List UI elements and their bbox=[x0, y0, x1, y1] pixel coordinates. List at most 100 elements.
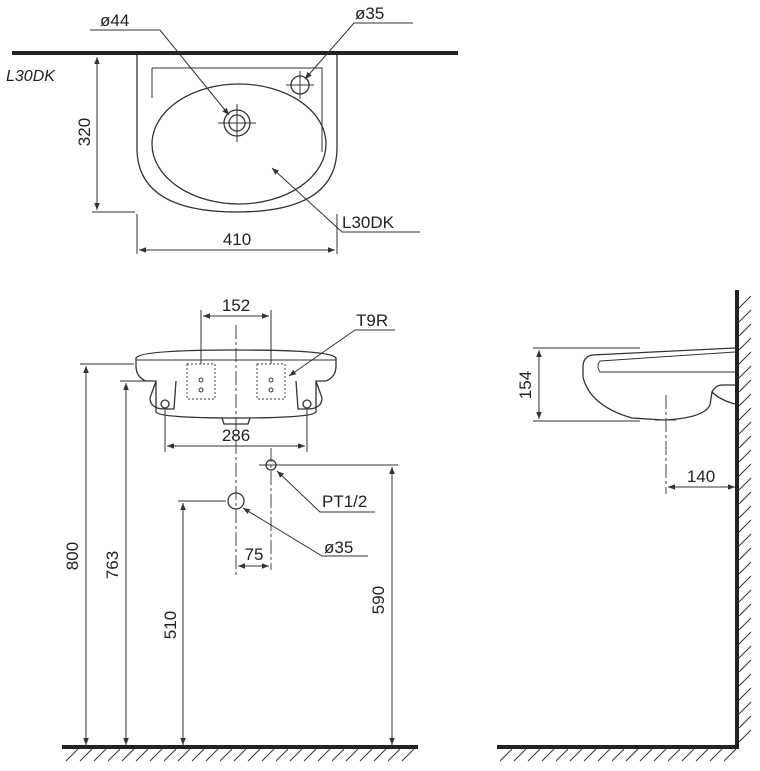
hatch-line bbox=[738, 645, 752, 659]
hatch-line bbox=[177, 748, 191, 762]
hatch-line bbox=[738, 547, 752, 561]
hatch-line bbox=[359, 748, 373, 762]
top-bowl bbox=[151, 83, 327, 205]
hatch-line bbox=[499, 748, 513, 762]
hatch-line bbox=[738, 477, 752, 491]
hatch-line bbox=[583, 748, 597, 762]
hatch-line bbox=[738, 533, 752, 547]
hatch-line bbox=[738, 337, 752, 351]
supply-label-leader bbox=[276, 470, 375, 513]
hatch-line bbox=[681, 748, 695, 762]
hatch-line bbox=[738, 631, 752, 645]
drain-point bbox=[227, 492, 245, 510]
callout-hole-large-leader bbox=[90, 29, 230, 116]
hatch-line bbox=[261, 748, 275, 762]
dim-rim-height: 800 bbox=[63, 542, 82, 570]
hatch-line bbox=[738, 393, 752, 407]
hatch-line bbox=[191, 748, 205, 762]
hatch-line bbox=[401, 748, 415, 762]
model-label-leader bbox=[271, 167, 420, 233]
hatch-line bbox=[738, 673, 752, 687]
hatch-line bbox=[387, 748, 401, 762]
hatch-line bbox=[513, 748, 527, 762]
top-view-part-label: L30DK bbox=[342, 213, 395, 232]
dim-drain-wall: 140 bbox=[687, 467, 715, 486]
hatch-line bbox=[738, 687, 752, 701]
hatch-line bbox=[738, 365, 752, 379]
hatch-line bbox=[738, 617, 752, 631]
front-floor-hatch bbox=[65, 748, 415, 762]
hatch-line bbox=[738, 407, 752, 421]
hatch-line bbox=[289, 748, 303, 762]
hatch-line bbox=[738, 421, 752, 435]
hatch-line bbox=[738, 715, 752, 729]
hatch-line bbox=[527, 748, 541, 762]
hatch-line bbox=[597, 748, 611, 762]
hatch-line bbox=[65, 748, 79, 762]
hatch-line bbox=[247, 748, 261, 762]
side-wall-hatch bbox=[738, 295, 752, 743]
hatch-line bbox=[611, 748, 625, 762]
hatch-line bbox=[667, 748, 681, 762]
hatch-line bbox=[555, 748, 569, 762]
hatch-line bbox=[233, 748, 247, 762]
hatch-line bbox=[541, 748, 555, 762]
hatch-line bbox=[345, 748, 359, 762]
hatch-line bbox=[625, 748, 639, 762]
hatch-line bbox=[121, 748, 135, 762]
top-basin-outline bbox=[136, 55, 338, 213]
hatch-line bbox=[93, 748, 107, 762]
hatch-line bbox=[738, 491, 752, 505]
hatch-line bbox=[738, 519, 752, 533]
dim-bracket-spacing: 152 bbox=[222, 296, 250, 315]
dim-basin-height: 154 bbox=[516, 371, 535, 399]
front-view: 152 T9R 286 PT1/2 ø35 75 800 763 bbox=[62, 296, 418, 762]
hatch-line bbox=[219, 748, 233, 762]
hatch-line bbox=[738, 449, 752, 463]
dim-underside-height: 763 bbox=[103, 551, 122, 579]
dim-width: 410 bbox=[223, 230, 251, 249]
hatch-line bbox=[738, 351, 752, 365]
hatch-line bbox=[738, 309, 752, 323]
hatch-line bbox=[738, 589, 752, 603]
callout-hole-large: ø44 bbox=[100, 11, 129, 30]
hatch-line bbox=[79, 748, 93, 762]
dim-supply-height: 590 bbox=[369, 586, 388, 614]
hatch-line bbox=[738, 379, 752, 393]
hatch-line bbox=[738, 603, 752, 617]
hatch-line bbox=[738, 701, 752, 715]
hatch-line bbox=[373, 748, 387, 762]
top-basin-rim bbox=[152, 67, 323, 152]
hatch-line bbox=[317, 748, 331, 762]
bracket-label: T9R bbox=[356, 311, 388, 330]
supply-label: PT1/2 bbox=[322, 492, 367, 511]
hatch-line bbox=[569, 748, 583, 762]
dim-drain-height: 510 bbox=[161, 611, 180, 639]
hatch-line bbox=[695, 748, 709, 762]
drain-label: ø35 bbox=[324, 538, 353, 557]
hatch-line bbox=[653, 748, 667, 762]
hatch-line bbox=[738, 659, 752, 673]
side-basin-outline bbox=[582, 347, 736, 421]
top-view: L30DK ø44 ø35 320 410 L30DK bbox=[6, 4, 458, 254]
dim-mount-spacing: 286 bbox=[222, 426, 250, 445]
callout-hole-small-leader bbox=[304, 22, 413, 80]
bracket-label-leader bbox=[288, 329, 395, 377]
hatch-line bbox=[709, 748, 723, 762]
hatch-line bbox=[205, 748, 219, 762]
hatch-line bbox=[738, 323, 752, 337]
hatch-line bbox=[738, 561, 752, 575]
callout-hole-small: ø35 bbox=[355, 4, 384, 23]
hatch-line bbox=[738, 435, 752, 449]
hatch-line bbox=[738, 505, 752, 519]
hatch-line bbox=[738, 729, 752, 743]
hatch-line bbox=[135, 748, 149, 762]
hatch-line bbox=[738, 463, 752, 477]
dim-offset: 75 bbox=[245, 545, 264, 564]
hatch-line bbox=[163, 748, 177, 762]
hatch-line bbox=[639, 748, 653, 762]
hatch-line bbox=[738, 295, 752, 309]
hatch-line bbox=[107, 748, 121, 762]
hatch-line bbox=[275, 748, 289, 762]
